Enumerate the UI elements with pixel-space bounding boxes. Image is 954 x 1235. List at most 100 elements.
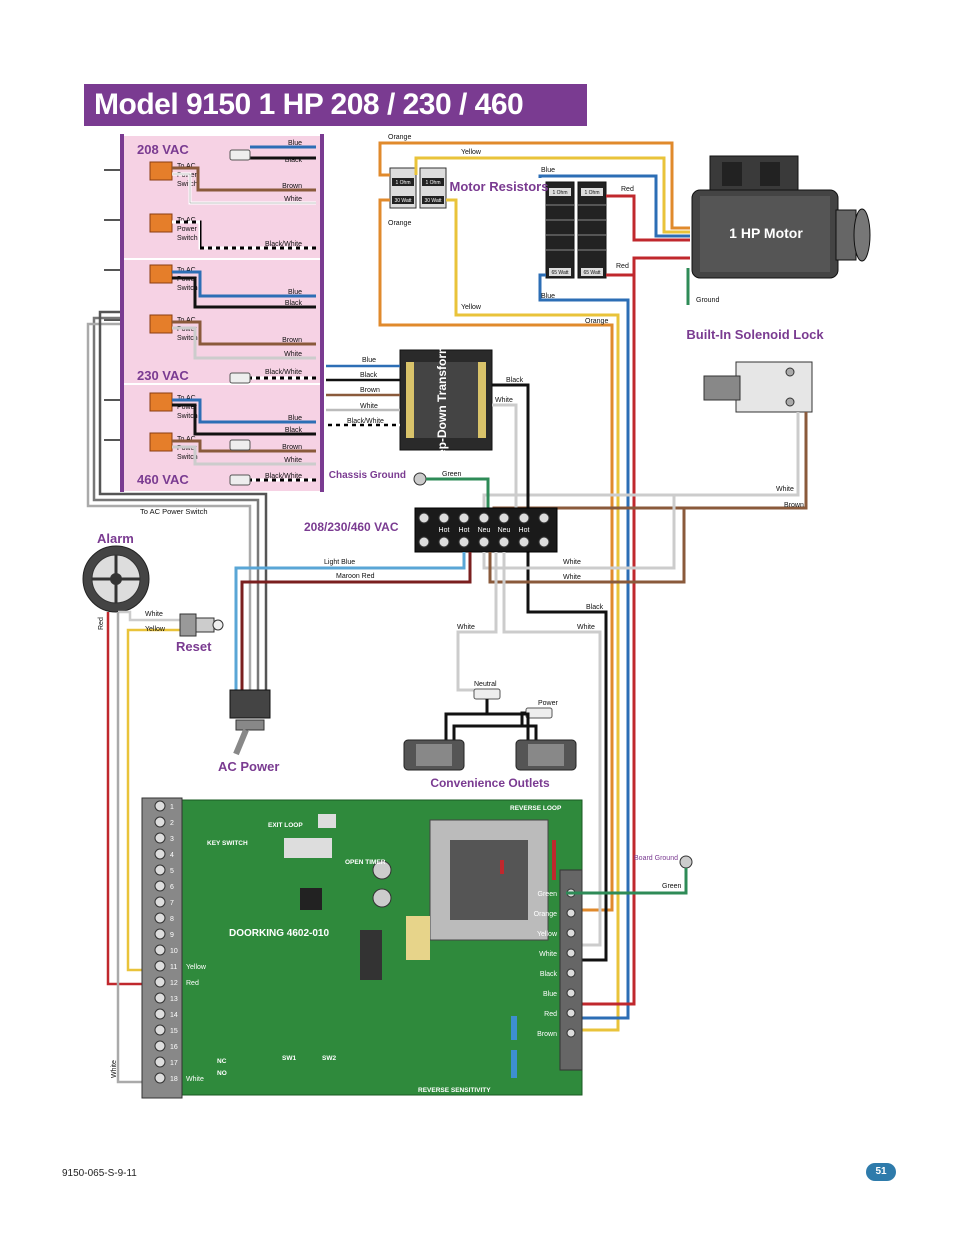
connector-230-a [149, 264, 173, 284]
ac-power-switch[interactable]: AC Power [218, 689, 279, 774]
connector-230-b [149, 314, 173, 334]
board-terminal-number: 10 [170, 948, 178, 955]
convenience-outlets: Neutral Power Convenience Outlets [403, 681, 577, 790]
solenoid-lock: Built-In Solenoid Lock White Brown [482, 327, 824, 520]
board-ground: Board Ground Green [566, 855, 693, 895]
terminal-neu-2: Neu [498, 527, 511, 534]
wire-label-brown-2: Brown [282, 337, 302, 344]
board-terminal-screw [566, 928, 576, 938]
wire-label-blue-mid: Blue [541, 293, 555, 300]
board-terminal-number: 7 [170, 900, 174, 907]
board-terminal-wire-label: White [539, 951, 557, 958]
wire-label-blue-1: Blue [288, 140, 302, 147]
board-t12-label: Red [186, 980, 199, 987]
board-terminal-screw [154, 800, 166, 812]
wire-label-green-board: Green [662, 883, 682, 890]
wire-label-white-tb1: White [563, 559, 581, 566]
step-down-transformer: Step-Down Transformer Blue Black Brown W… [326, 332, 608, 962]
motor-label: 1 HP Motor [729, 225, 803, 241]
board-terminal-screw [154, 944, 166, 956]
tf-wire-brown: Brown [360, 387, 380, 394]
board-sw1: SW1 [282, 1055, 296, 1062]
board-terminal-number: 13 [170, 996, 178, 1003]
alarm[interactable]: Alarm [82, 531, 150, 613]
wire-label-orange-mid: Orange [388, 220, 411, 227]
board-sw2: SW2 [322, 1055, 336, 1062]
board-terminal-number: 4 [170, 852, 174, 859]
reset-label: Reset [176, 639, 212, 654]
wire-label-white-2: White [284, 351, 302, 358]
board-terminal-wire-label: Yellow [537, 931, 558, 938]
wire-label-ground: Ground [696, 297, 719, 304]
solenoid-label: Built-In Solenoid Lock [686, 327, 824, 342]
connector-460-b [149, 432, 173, 452]
board-terminal-screw [154, 848, 166, 860]
board-terminal-screw [154, 816, 166, 828]
board-t11-label: Yellow [186, 964, 207, 971]
resistor-4-watt: 65 Watt [583, 270, 601, 276]
board-terminal-screw [566, 988, 576, 998]
board-terminal-wire-label: Orange [534, 911, 557, 918]
board-terminal-screw [566, 1028, 576, 1038]
board-terminal-number: 12 [170, 980, 178, 987]
page-title: Model 9150 1 HP 208 / 230 / 460 VAC [84, 84, 587, 163]
board-open-timer: OPEN TIMER [345, 859, 386, 866]
wire-label-black-2: Black [285, 300, 303, 307]
board-terminal-screw [154, 1040, 166, 1052]
board-terminal-number: 11 [170, 964, 177, 971]
motor-wires [378, 141, 690, 1032]
resistor-1-watt: 30 Watt [394, 198, 412, 204]
board-terminal-number: 15 [170, 1028, 178, 1035]
label-208vac: 208 VAC [137, 142, 189, 157]
power-label: Power [538, 700, 559, 707]
resistor-1-ohm: 1 Ohm [395, 180, 410, 186]
board-terminal-screw [154, 960, 166, 972]
board-exit-loop: EXIT LOOP [268, 822, 303, 829]
wire-label-black-tb: Black [586, 604, 604, 611]
board-terminal-number: 5 [170, 868, 174, 875]
board-terminal-screw [154, 1024, 166, 1036]
board-terminal-number: 14 [170, 1012, 178, 1019]
wire-label-white-bottom: White [111, 1060, 118, 1078]
board-terminal-wire-label: Blue [543, 991, 557, 998]
wire-label-brown-solenoid: Brown [784, 502, 804, 509]
board-reverse-loop: REVERSE LOOP [510, 805, 562, 812]
board-terminal-screw [566, 948, 576, 958]
wire-label-blue-3: Blue [288, 415, 302, 422]
wire-label-orange-top: Orange [388, 134, 411, 141]
resistor-3-ohm: 1 Ohm [552, 190, 567, 196]
wire-label-maroon: Maroon Red [336, 573, 375, 580]
board-terminal-screw [566, 968, 576, 978]
board-terminal-wire-label: Red [544, 1011, 557, 1018]
reset-button[interactable]: Reset [176, 613, 224, 654]
tf-wire-white: White [360, 403, 378, 410]
board-terminal-screw [154, 1056, 166, 1068]
wire-label-black-1: Black [285, 157, 303, 164]
wire-label-white-tb3: White [577, 624, 595, 631]
resistor-3-watt: 65 Watt [551, 270, 569, 276]
terminal-output-wires [234, 495, 686, 947]
board-terminal-screw [154, 864, 166, 876]
board-terminal-number: 17 [170, 1060, 178, 1067]
board-terminal-screw [154, 992, 166, 1004]
resistor-4-ohm: 1 Ohm [584, 190, 599, 196]
wire-label-black-3: Black [285, 427, 303, 434]
board-terminal-number: 9 [170, 932, 174, 939]
board-terminal-screw [154, 1008, 166, 1020]
wire-label-red-mid: Red [616, 263, 629, 270]
board-terminal-number: 3 [170, 836, 174, 843]
terminal-hot-1: Hot [439, 527, 450, 534]
board-terminal-wire-label: Black [540, 971, 558, 978]
board-terminal-screw [566, 908, 576, 918]
terminal-block: 208/230/460 VAC Hot Hot Neu Neu Hot [304, 507, 558, 553]
document-code: 9150-065-S-9-11 [62, 1168, 137, 1179]
board-terminal-screw [566, 1008, 576, 1018]
convenience-outlets-label: Convenience Outlets [430, 776, 550, 790]
motor-resistors-label: Motor Resistors [450, 179, 549, 194]
neutral-label: Neutral [474, 681, 497, 688]
wire-label-bw-1: Black/White [265, 241, 302, 248]
